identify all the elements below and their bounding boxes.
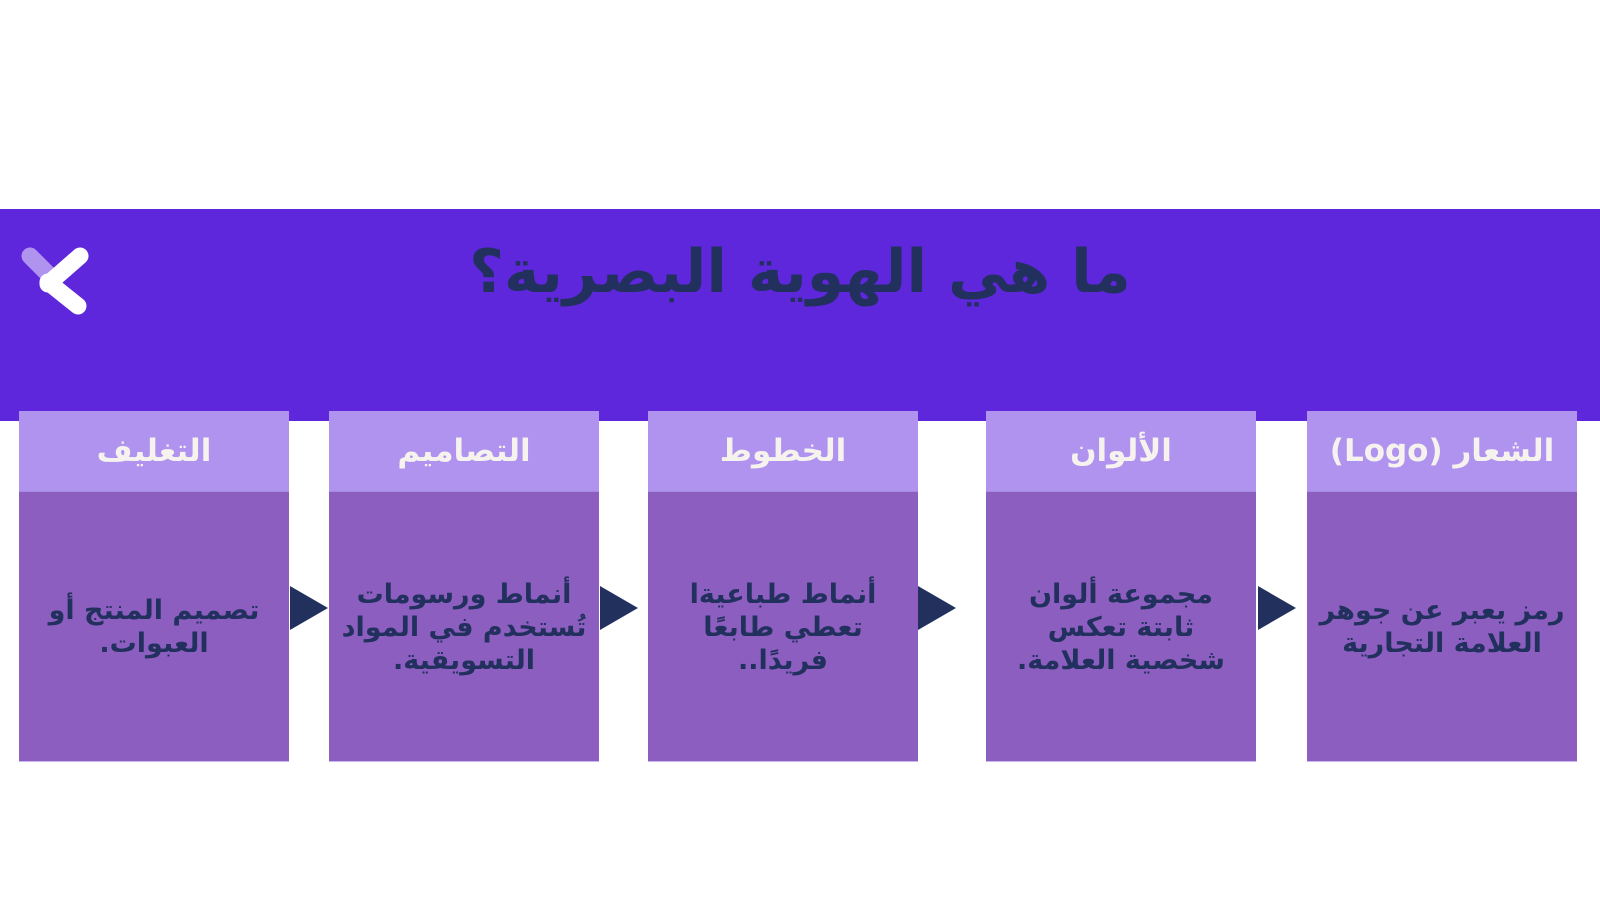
card-body: رمز يعبر عن جوهر العلامة التجارية [1319, 595, 1565, 659]
arrow-right-icon [1258, 586, 1296, 630]
card-header: الألوان [986, 411, 1256, 492]
title-banner [0, 209, 1600, 421]
card-designs: التصاميم أنماط ورسومات تُستخدم في المواد… [329, 411, 599, 761]
card-packaging: التغليف تصميم المنتج أو العبوات. [19, 411, 289, 761]
card-body: أنماط طباعيةا تعطي طابعًا فريدًا.. [689, 578, 877, 676]
card-header: التغليف [19, 411, 289, 492]
arrow-right-icon [600, 586, 638, 630]
card-header: التصاميم [329, 411, 599, 492]
card-header: الخطوط [648, 411, 918, 492]
card-body: أنماط ورسومات تُستخدم في المواد التسويقي… [341, 578, 587, 676]
arrow-right-icon [290, 586, 328, 630]
card-logo: الشعار (Logo) رمز يعبر عن جوهر العلامة ا… [1307, 411, 1577, 761]
arrow-right-icon [918, 586, 956, 630]
card-body: تصميم المنتج أو العبوات. [48, 595, 260, 659]
chevron-left-logo-icon [21, 247, 89, 315]
slide-title: ما هي الهوية البصرية؟ [469, 237, 1131, 307]
card-header: الشعار (Logo) [1307, 411, 1577, 492]
card-body: مجموعة ألوان ثابتة تعكس شخصية العلامة. [1017, 578, 1225, 676]
card-fonts: الخطوط أنماط طباعيةا تعطي طابعًا فريدًا.… [648, 411, 918, 761]
card-colors: الألوان مجموعة ألوان ثابتة تعكس شخصية ال… [986, 411, 1256, 761]
